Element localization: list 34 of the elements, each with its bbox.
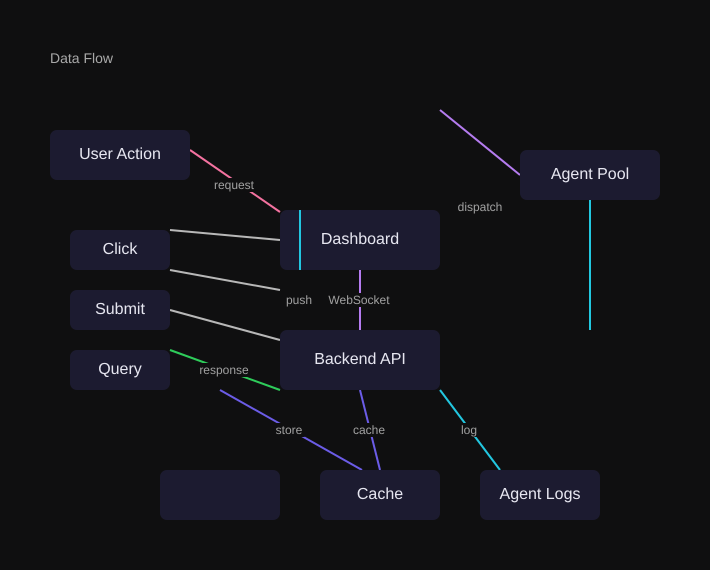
node-label: Submit — [95, 301, 145, 319]
connector-line — [170, 309, 280, 341]
edge-label: push — [284, 293, 314, 307]
empty-box — [160, 470, 280, 520]
process-box — [70, 230, 170, 270]
edge-label: cache — [350, 423, 388, 437]
node-label: Agent Logs — [500, 486, 580, 504]
process-box — [280, 330, 440, 390]
connector-line — [589, 200, 591, 330]
connector-line — [439, 109, 521, 176]
node-label: Dashboard — [320, 231, 400, 249]
diagram-title: Data Flow — [50, 50, 114, 66]
process-box — [70, 350, 170, 390]
edge-label: store — [274, 423, 304, 437]
process-box — [320, 470, 440, 520]
process-box — [280, 210, 440, 270]
process-box — [50, 130, 190, 180]
edge-label: dispatch — [456, 200, 504, 214]
node-label: User Action — [79, 146, 161, 164]
connector-line — [170, 229, 280, 241]
node-label: Backend API — [314, 351, 406, 369]
edge-label: request — [212, 178, 256, 192]
node-label: Query — [98, 361, 142, 379]
process-box — [520, 150, 660, 200]
process-box — [480, 470, 600, 520]
connector-line — [439, 389, 501, 471]
node-label: Click — [102, 241, 138, 259]
connector-line — [170, 269, 280, 291]
edge-label: response — [197, 363, 251, 377]
node-label: Agent Pool — [550, 166, 630, 184]
process-box — [70, 290, 170, 330]
node-label: Cache — [356, 486, 404, 504]
edge-label: log — [459, 423, 479, 437]
edge-label: WebSocket — [326, 293, 392, 307]
